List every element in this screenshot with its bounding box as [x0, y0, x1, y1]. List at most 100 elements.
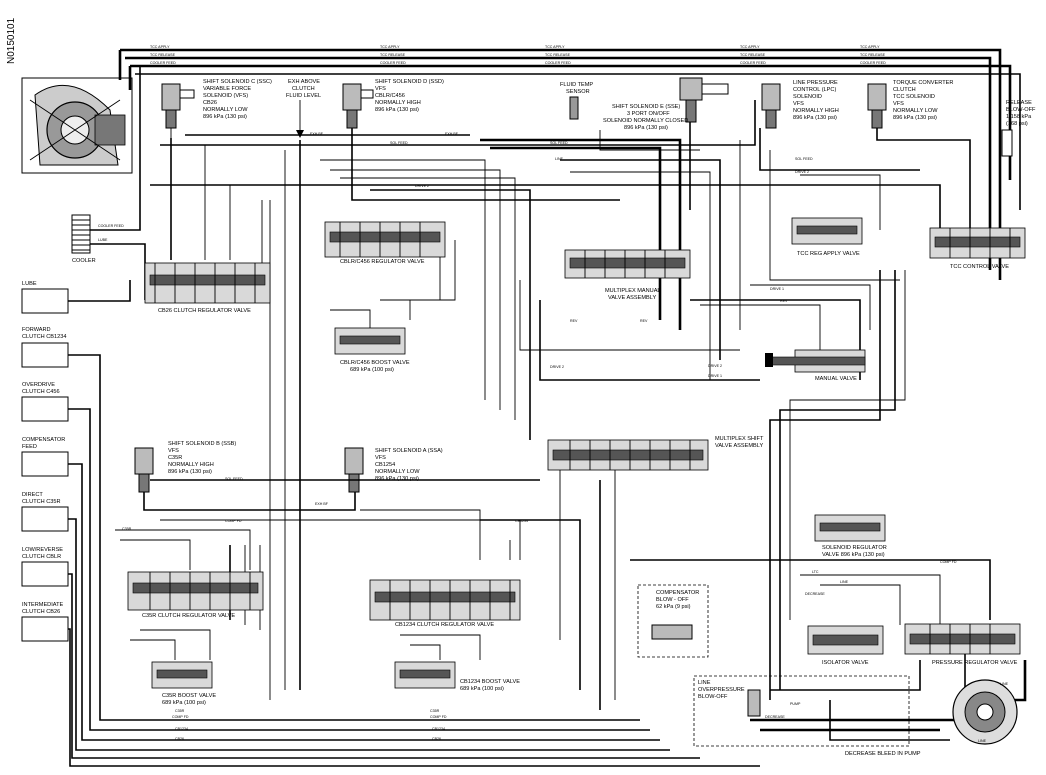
compensator-blowoff-inset — [637, 584, 709, 658]
c35r-boost-label-1: C35R BOOST VALVE — [162, 693, 216, 699]
comp-blowoff-label-3: 62 kPa (9 psi) — [656, 604, 691, 610]
line-label-cooler-feed-3: COOLER FEED — [545, 61, 571, 65]
sol-b-line-4: 896 kPa (130 psi) — [168, 469, 212, 475]
exh-line-1: CLUTCH — [292, 86, 315, 92]
cb1234-boost-label-1: CB1234 BOOST VALVE — [460, 679, 520, 685]
comp-blowoff-label-2: BLOW - OFF — [656, 597, 689, 603]
tag-exh-3: EXH BF — [315, 502, 329, 506]
tag-c35r-3: C35R — [430, 709, 440, 713]
sol-reg-label-2: VALVE 896 kPa (130 psi) — [822, 552, 885, 558]
lpc-line-5: 896 kPa (130 psi) — [793, 115, 837, 121]
sol-c-line-0: SHIFT SOLENOID C (SSC) — [203, 79, 272, 85]
low-reverse-clutch-box — [21, 561, 69, 587]
lpc-line-4: NORMALLY HIGH — [793, 108, 839, 114]
sol-b-line-3: NORMALLY HIGH — [168, 462, 214, 468]
sol-a-line-2: CB1254 — [375, 462, 395, 468]
cb1234-boost-label-2: 689 kPa (100 psi) — [460, 686, 504, 692]
pressure-reg-label: PRESSURE REGULATOR VALVE — [932, 660, 1018, 666]
line-label-tcc-apply-3: TCC APPLY — [545, 45, 565, 49]
sol-b-line-2: C35R — [168, 455, 182, 461]
tag-cb1234-1: CB1234 — [515, 519, 528, 523]
cooler-icon — [71, 214, 91, 254]
lpc-line-0: LINE PRESSURE — [793, 80, 838, 86]
sol-a-line-3: NORMALLY LOW — [375, 469, 420, 475]
upper-hydraulic-circuits — [150, 100, 971, 700]
lpc-line-2: SOLENOID — [793, 94, 822, 100]
line-label-tcc-apply-5: TCC APPLY — [860, 45, 880, 49]
line-label-cooler-feed-4: COOLER FEED — [740, 61, 766, 65]
comp-blowoff-label-1: COMPENSATOR — [656, 590, 699, 596]
c35r-boost-label-2: 689 kPa (100 psi) — [162, 700, 206, 706]
sol-e-line-2: SOLENOID NORMALLY CLOSED — [603, 118, 688, 124]
tag-cb1234-2: CB1234 — [175, 727, 188, 731]
sol-d-line-0: SHIFT SOLENOID D (SSD) — [375, 79, 444, 85]
line-tags: SOL FEED SOL FEED SOL FEED SOL FEED EXH … — [122, 132, 1009, 743]
cooler-lube-label: LUBE — [98, 238, 108, 242]
overdrive-clutch-label-2: CLUTCH C456 — [22, 389, 60, 395]
line-label-tcc-release: TCC RELEASE — [150, 53, 176, 57]
tag-drive2-3: DRIVE 2 — [708, 364, 722, 368]
release-line-1: BLOW-OFF — [1006, 107, 1036, 113]
tag-cb26-1: CB26 — [175, 737, 184, 741]
tag-comp-fd-1: COMP FD — [225, 519, 242, 523]
tcc-solenoid — [867, 83, 887, 129]
tag-rev-2: REV — [780, 299, 788, 303]
exh-line-0: EXH ABOVE — [288, 79, 320, 85]
shift-solenoid-b — [134, 447, 154, 493]
sol-d-line-2: CBLR/C456 — [375, 93, 405, 99]
compensator-label-1: COMPENSATOR — [22, 437, 65, 443]
tag-exh-2: EXH BF — [445, 132, 459, 136]
c35r-reg-label: C35R CLUTCH REGULATOR VALVE — [142, 613, 235, 619]
cooler-label: COOLER — [72, 258, 96, 264]
cb26-valve-label: CB26 CLUTCH REGULATOR VALVE — [158, 308, 251, 314]
line-over-label-2: OVERPRESSURE — [698, 687, 745, 693]
cblr-boost-label-1: CBLR/C456 BOOST VALVE — [340, 360, 410, 366]
intermediate-clutch-label-1: INTERMEDIATE — [22, 602, 63, 608]
tag-drive1-2: DRIVE 1 — [708, 374, 722, 378]
forward-clutch-box — [21, 342, 69, 368]
line-label-cooler-feed-5: COOLER FEED — [860, 61, 886, 65]
line-label-tcc-release-4: TCC RELEASE — [740, 53, 766, 57]
line-label-tcc-apply: TCC APPLY — [150, 45, 170, 49]
fluid-temp-sensor-icon — [569, 96, 579, 120]
sol-c-line-4: NORMALLY LOW — [203, 107, 248, 113]
tag-sol-feed-3: SOL FEED — [795, 157, 813, 161]
line-label-cooler-feed: COOLER FEED — [150, 61, 176, 65]
sol-a-line-0: SHIFT SOLENOID A (SSA) — [375, 448, 443, 454]
tag-drive1-1: DRIVE 1 — [770, 287, 784, 291]
sol-e-line-1: 3 PORT ON/OFF — [627, 111, 670, 117]
torque-converter-icon — [21, 77, 133, 174]
sol-e-line-0: SHIFT SOLENOID E (SSE) — [612, 104, 680, 110]
sol-e-line-3: 896 kPa (130 psi) — [624, 125, 668, 131]
tag-rev-3: REV — [640, 319, 648, 323]
tag-line-3: LINE — [1000, 682, 1009, 686]
tcc-reg-apply-valve — [791, 217, 863, 245]
tag-decrease-1: DECREASE — [805, 592, 825, 596]
tcc-reg-label: TCC REG APPLY VALVE — [797, 251, 860, 257]
mux-manual-label-1: MULTIPLEX MANUAL — [605, 288, 661, 294]
multiplex-manual-valve — [564, 249, 691, 279]
lpc-line-1: CONTROL (LPC) — [793, 87, 836, 93]
compensator-label-2: FEED — [22, 444, 37, 450]
intermediate-clutch-label-2: CLUTCH CB26 — [22, 609, 60, 615]
mux-manual-label-2: VALVE ASSEMBLY — [608, 295, 656, 301]
tag-exh-1: EXH BF — [310, 132, 324, 136]
cooler-feed-label: COOLER FEED — [98, 224, 124, 228]
sol-c-line-5: 896 kPa (130 psi) — [203, 114, 247, 120]
fluid-temp-line-0: FLUID TEMP — [560, 82, 593, 88]
pump-icon — [952, 679, 1018, 745]
overdrive-clutch-label-1: OVERDRIVE — [22, 382, 55, 388]
cb1234-reg-label: CB1234 CLUTCH REGULATOR VALVE — [395, 622, 494, 628]
tag-ltc: LTC — [812, 570, 819, 574]
sol-a-line-4: 896 kPa (130 psi) — [375, 476, 419, 482]
manual-valve-label: MANUAL VALVE — [815, 376, 857, 382]
sol-b-line-1: VFS — [168, 448, 179, 454]
cb26-regulator-valve — [144, 262, 271, 304]
tcc-sol-line-1: CLUTCH — [893, 87, 916, 93]
forward-clutch-label-1: FORWARD — [22, 327, 51, 333]
tag-line-1: LINE — [555, 157, 564, 161]
line-label-tcc-apply-4: TCC APPLY — [740, 45, 760, 49]
tag-sol-feed-4: SOL FEED — [225, 477, 243, 481]
solenoid-regulator-valve — [814, 514, 886, 542]
